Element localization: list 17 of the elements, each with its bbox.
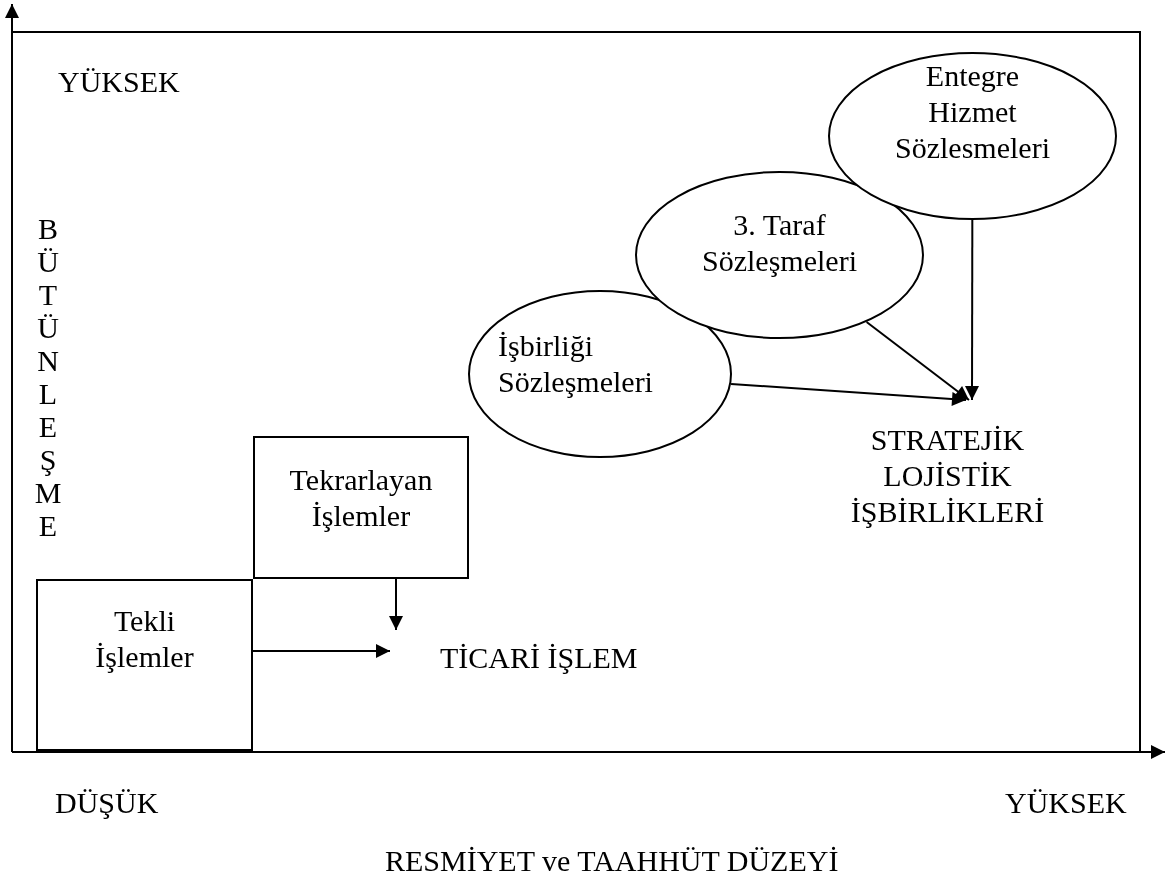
process-box: Tekrarlayan İşlemler (253, 436, 469, 579)
outcome-label: STRATEJİK LOJİSTİK İŞBİRLİKLERİ (840, 400, 1055, 532)
axis-title: RESMİYET ve TAAHHÜT DÜZEYİ (385, 843, 839, 879)
arrow (865, 321, 970, 401)
arrow (730, 382, 967, 407)
axis-title: BÜTÜNLEŞME (33, 212, 63, 542)
axis-level-label: DÜŞÜK (55, 785, 159, 821)
outcome-label: TİCARİ İŞLEM (390, 630, 655, 682)
contract-ellipse: İşbirliği Sözleşmeleri (468, 290, 732, 458)
process-box: Tekli İşlemler (36, 579, 253, 751)
contract-ellipse: 3. Taraf Sözleşmeleri (635, 171, 924, 339)
arrow (252, 644, 391, 658)
axis-level-label: YÜKSEK (1005, 785, 1127, 821)
arrow (965, 219, 980, 401)
axis-level-label: YÜKSEK (58, 64, 180, 100)
contract-ellipse: Entegre Hizmet Sözlesmeleri (828, 52, 1117, 220)
arrow (389, 578, 403, 631)
